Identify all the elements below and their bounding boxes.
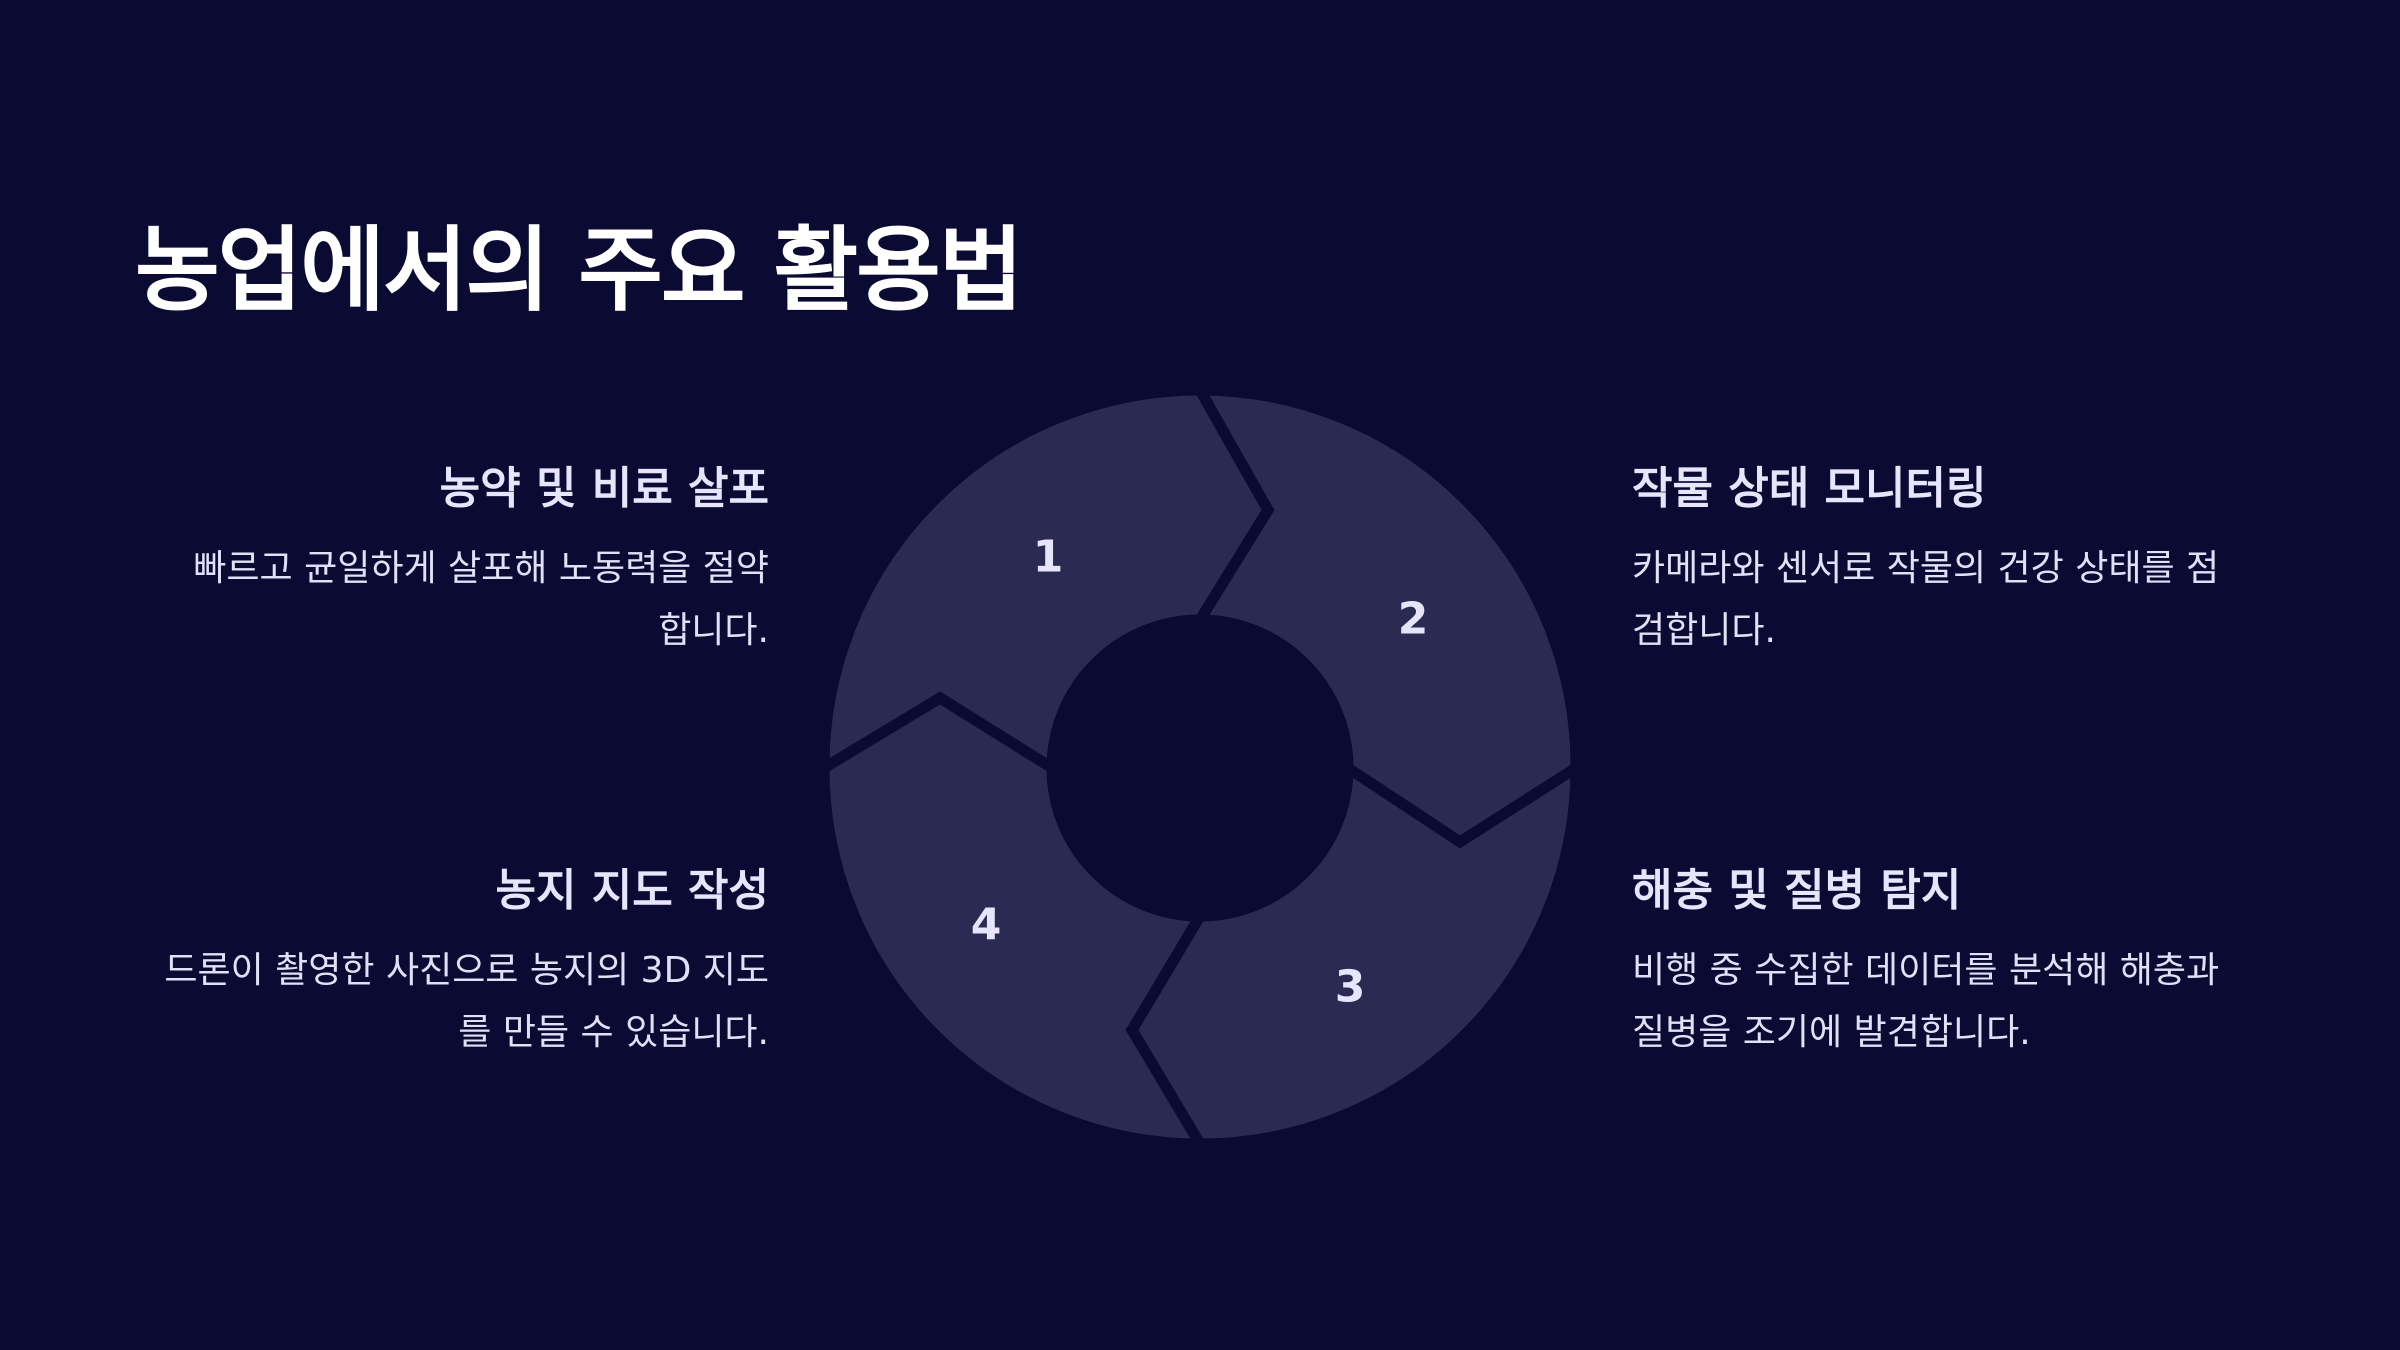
step-2-title: 작물 상태 모니터링 <box>1632 463 1987 514</box>
cycle-segment-4 <box>818 691 1210 1150</box>
cycle-segment-2 <box>1190 384 1582 849</box>
cycle-segment-1 <box>818 384 1275 778</box>
step-4-desc-line-1: 드론이 촬영한 사진으로 농지의 3D 지도 <box>164 949 769 991</box>
step-3-title: 해충 및 질병 탐지 <box>1632 865 1962 916</box>
step-2-desc-line-1: 카메라와 센서로 작물의 건강 상태를 점 <box>1632 547 2220 589</box>
segment-number-2: 2 <box>1398 594 1429 645</box>
step-1-desc-line-2: 합니다. <box>658 609 769 651</box>
segment-number-1: 1 <box>1033 532 1064 583</box>
step-3-desc-line-2: 질병을 조기에 발견합니다. <box>1632 1011 2031 1053</box>
segment-number-3: 3 <box>1335 962 1366 1013</box>
step-3-desc-line-1: 비행 중 수집한 데이터를 분석해 해충과 <box>1632 949 2220 991</box>
step-1-desc-line-1: 빠르고 균일하게 살포해 노동력을 절약 <box>193 547 769 589</box>
step-2-desc-line-2: 검합니다. <box>1632 609 1776 651</box>
slide-title: 농업에서의 주요 활용법 <box>135 217 1023 324</box>
cycle-segment-3 <box>1125 757 1582 1150</box>
segment-number-4: 4 <box>971 900 1002 951</box>
step-4-desc-line-2: 를 만들 수 있습니다. <box>458 1011 769 1053</box>
step-4-title: 농지 지도 작성 <box>495 865 769 916</box>
step-1-title: 농약 및 비료 살포 <box>439 463 769 514</box>
